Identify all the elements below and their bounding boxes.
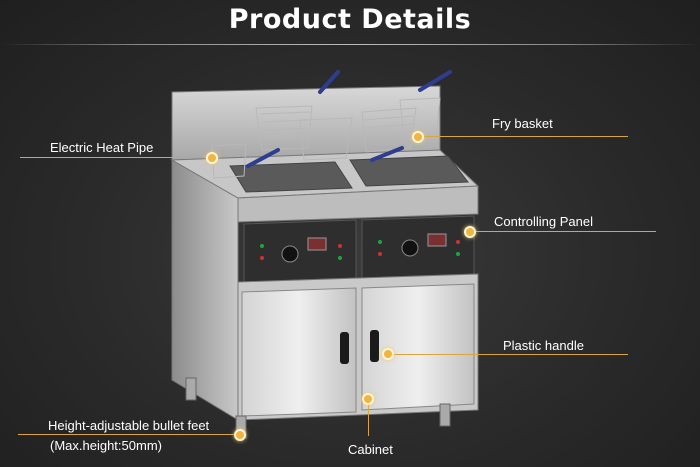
callout-bullet-feet-note: (Max.height:50mm) (50, 438, 162, 453)
callout-bullet-feet: Height-adjustable bullet feet (48, 418, 210, 433)
callout-fry-basket: Fry basket (492, 116, 553, 131)
callout-line-cabinet (368, 400, 369, 436)
plastic-handle-marker-dot (382, 348, 394, 360)
callout-line-bullet-feet (18, 434, 240, 435)
title-divider (0, 44, 700, 45)
cabinet-marker-dot (362, 393, 374, 405)
bullet-feet-marker-dot (234, 429, 246, 441)
fry-basket-marker-dot (412, 131, 424, 143)
heat-pipe-marker-dot (206, 152, 218, 164)
callout-line-heat-pipe (20, 157, 212, 158)
page-title: Product Details (228, 4, 472, 35)
callout-cabinet: Cabinet (348, 442, 393, 457)
callout-line-controlling-panel (470, 231, 656, 232)
callout-line-plastic-handle (388, 354, 628, 355)
callout-electric-heat-pipe: Electric Heat Pipe (50, 140, 154, 155)
callout-controlling-panel: Controlling Panel (494, 214, 594, 229)
controlling-panel-marker-dot (464, 226, 476, 238)
callout-plastic-handle: Plastic handle (503, 338, 584, 353)
callout-line-fry-basket (418, 136, 628, 137)
